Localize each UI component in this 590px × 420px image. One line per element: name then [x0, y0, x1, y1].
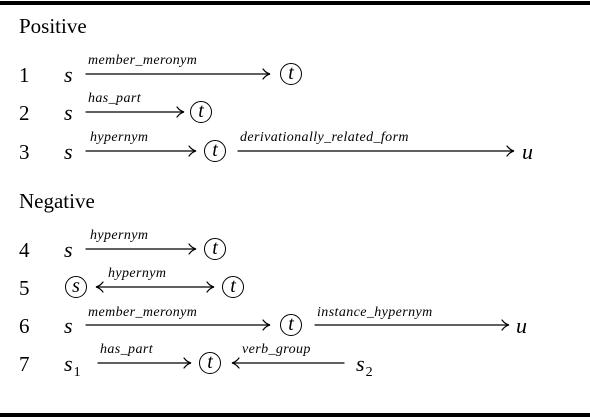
source-node-circled: s [65, 276, 87, 298]
target-node-circled: t [190, 101, 212, 123]
target-node-circled: t [199, 352, 221, 374]
relation-label: member_meronym [88, 53, 198, 68]
relation-label: member_meronym [88, 305, 198, 320]
relation-label: derivationally_related_form [240, 130, 409, 145]
target-node-circled: t [204, 140, 226, 162]
row-number: 7 [19, 352, 30, 376]
end-node: u [522, 139, 533, 164]
row-number: 6 [19, 314, 30, 338]
end-node: s2 [356, 351, 373, 380]
arrow-head [501, 319, 510, 331]
source-node: s [64, 237, 73, 262]
target-node-circled: t [280, 314, 302, 336]
relation-label: has_part [100, 342, 153, 357]
table-bottom-rule [0, 413, 590, 417]
table-top-rule [0, 1, 590, 5]
relation-label: hypernym [90, 228, 149, 243]
arrow-head [262, 319, 271, 331]
source-node: s [64, 139, 73, 164]
relation-label: hypernym [90, 130, 149, 145]
relation-label: hypernym [108, 266, 167, 281]
section-heading-positive: Positive [19, 14, 87, 38]
arrow-head [506, 145, 515, 157]
row-number: 3 [19, 140, 30, 164]
arrow-head [188, 243, 197, 255]
arrow-head [206, 281, 215, 293]
relation-label: verb_group [242, 342, 311, 357]
source-node: s [64, 100, 73, 125]
source-node: s [64, 313, 73, 338]
row-number: 2 [19, 101, 30, 125]
arrow-head [262, 68, 271, 80]
arrow-head [231, 357, 240, 369]
target-node-circled: t [204, 238, 226, 260]
relation-label: instance_hypernym [317, 305, 433, 320]
section-heading-negative: Negative [19, 189, 95, 213]
source-subscript: 1 [73, 365, 81, 380]
source-node: s1 [64, 351, 81, 380]
arrow-head [188, 145, 197, 157]
row-number: 4 [19, 238, 30, 262]
arrow-head [95, 281, 104, 293]
row-number: 1 [19, 63, 30, 87]
relation-label: has_part [88, 91, 141, 106]
arrow-head [176, 106, 185, 118]
target-node-circled: t [222, 276, 244, 298]
source-node: s [64, 62, 73, 87]
end-subscript: 2 [365, 365, 373, 380]
target-node-circled: t [280, 63, 302, 85]
row-number: 5 [19, 276, 30, 300]
end-node: u [516, 313, 527, 338]
arrow-head [183, 357, 192, 369]
